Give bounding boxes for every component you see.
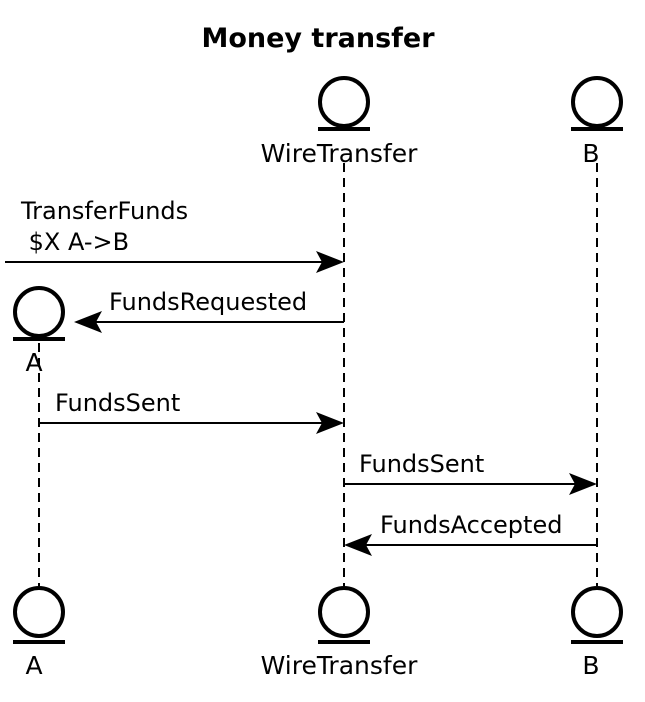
entity-icon bbox=[571, 76, 623, 128]
arrow-left-icon bbox=[74, 311, 102, 333]
message-label: FundsAccepted bbox=[380, 511, 562, 539]
arrow-right-icon bbox=[569, 473, 597, 495]
entity-icon bbox=[13, 586, 65, 638]
message-label: FundsSent bbox=[359, 450, 484, 478]
participant-wiretransfer-bottom: WireTransfer bbox=[261, 586, 418, 680]
participant-label: B bbox=[582, 651, 599, 680]
message-transferfunds: TransferFunds $X A->B bbox=[5, 197, 344, 273]
entity-icon bbox=[13, 286, 65, 338]
message-label: FundsSent bbox=[55, 389, 180, 417]
message-fundssent-wire-b: FundsSent bbox=[344, 450, 597, 495]
message-label: $X A->B bbox=[21, 228, 129, 256]
participant-label: A bbox=[25, 651, 42, 680]
participant-label: B bbox=[582, 139, 599, 168]
arrow-left-icon bbox=[344, 534, 372, 556]
participant-label: A bbox=[25, 348, 42, 377]
participant-a-created: A bbox=[13, 286, 65, 377]
message-fundssent-a-wire: FundsSent bbox=[39, 389, 344, 434]
participant-label: WireTransfer bbox=[261, 651, 418, 680]
message-fundsaccepted: FundsAccepted bbox=[344, 511, 597, 556]
participant-b-bottom: B bbox=[571, 586, 623, 680]
participant-label: WireTransfer bbox=[261, 139, 418, 168]
message-label: TransferFunds bbox=[20, 197, 188, 225]
entity-icon bbox=[318, 76, 370, 128]
message-label: FundsRequested bbox=[109, 288, 307, 316]
diagram-title: Money transfer bbox=[201, 23, 435, 54]
participant-a-bottom: A bbox=[13, 586, 65, 680]
participant-b-top: B bbox=[571, 76, 623, 168]
arrow-right-icon bbox=[316, 412, 344, 434]
arrow-right-icon bbox=[316, 251, 344, 273]
entity-icon bbox=[318, 586, 370, 638]
entity-icon bbox=[571, 586, 623, 638]
message-fundsrequested: FundsRequested bbox=[74, 288, 344, 333]
participant-wiretransfer-top: WireTransfer bbox=[261, 76, 418, 168]
